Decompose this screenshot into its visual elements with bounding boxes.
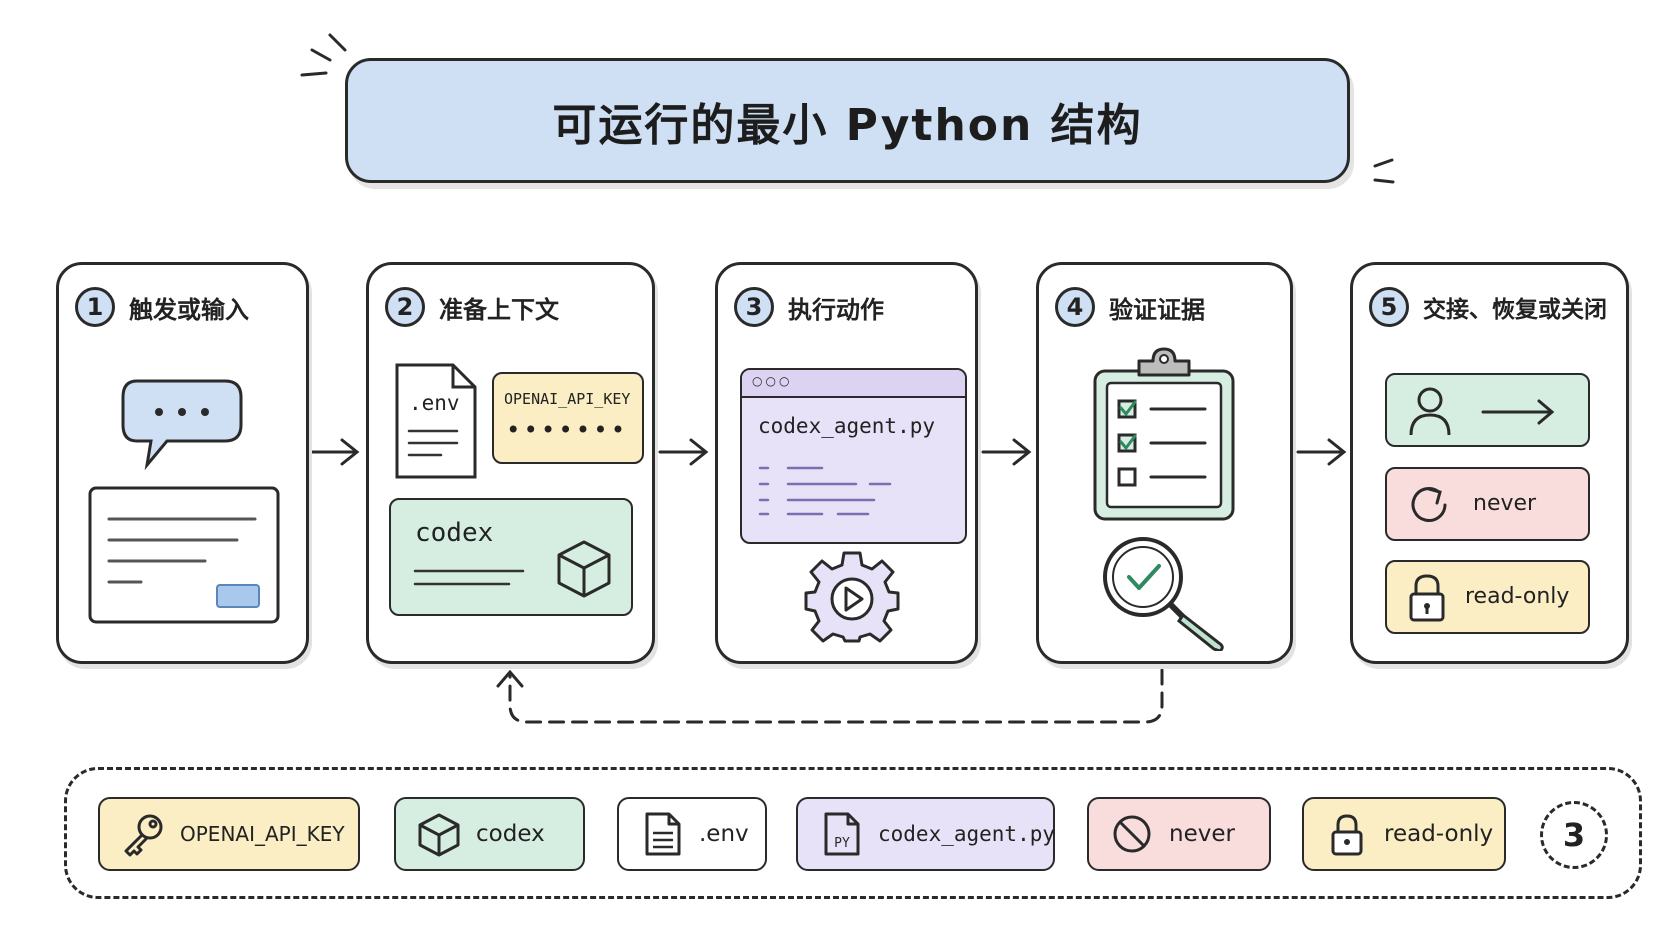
arrow-4-5 — [1296, 438, 1347, 466]
legend-item-env: .env — [617, 797, 767, 871]
step-card-4: 4 验证证据 — [1036, 262, 1293, 664]
api-key-name: OPENAI_API_KEY — [504, 390, 631, 408]
legend-item-never: never — [1087, 797, 1271, 871]
retry-row: never — [1385, 467, 1590, 541]
document-icon — [645, 812, 681, 856]
run-gear-icon — [804, 551, 900, 643]
spark-mark — [328, 33, 347, 52]
chat-bubble-icon — [121, 379, 243, 471]
step-card-2: 2 准备上下文 .env OPENAI_API_KEY ••••••• code… — [366, 262, 655, 664]
spark-mark — [1373, 158, 1394, 168]
window-dots: ○○○ — [752, 374, 793, 388]
step-title: 执行动作 — [788, 295, 884, 324]
sandbox-row: read-only — [1385, 560, 1590, 634]
spark-mark — [300, 71, 328, 77]
prohibited-icon — [1113, 815, 1151, 853]
env-file-icon — [395, 363, 477, 479]
arrow-3-4 — [981, 438, 1032, 466]
key-icon — [124, 814, 163, 857]
retry-label: never — [1473, 491, 1537, 516]
legend-item-agent-file: PY codex_agent.py — [796, 797, 1055, 871]
user-icon — [1409, 387, 1451, 436]
code-lines-decoration — [758, 466, 892, 516]
sandbox-label: read-only — [1465, 584, 1570, 609]
step-number: 5 — [1369, 287, 1409, 327]
step-number: 4 — [1055, 287, 1095, 327]
svg-text:PY: PY — [834, 836, 850, 851]
legend-panel — [64, 767, 1642, 899]
codex-sdk-label: codex — [415, 518, 494, 548]
legend-label: codex — [476, 821, 545, 847]
step-number: 2 — [385, 287, 425, 327]
step-title: 交接、恢复或关闭 — [1423, 297, 1607, 323]
lines-decoration — [413, 569, 525, 586]
legend-label: .env — [699, 821, 749, 847]
input-form-icon — [88, 486, 280, 624]
spark-mark — [1373, 178, 1395, 184]
legend-label: read-only — [1384, 821, 1494, 847]
code-file-name: codex_agent.py — [758, 414, 936, 438]
step-card-1: 1 触发或输入 — [56, 262, 309, 664]
step-number: 1 — [75, 287, 115, 327]
legend-label: never — [1169, 821, 1235, 847]
feedback-loop-arrow — [508, 668, 1164, 724]
python-file-icon: PY — [824, 812, 860, 856]
lock-icon — [1409, 574, 1445, 622]
checklist-clipboard-icon — [1093, 347, 1235, 521]
api-key-mask: ••••••• — [506, 416, 629, 444]
legend-label: OPENAI_API_KEY — [180, 822, 345, 846]
handoff-row — [1385, 373, 1590, 447]
codex-sdk-card: codex — [389, 498, 633, 616]
page-title: 可运行的最小 Python 结构 — [552, 99, 1143, 151]
legend-item-api-key: OPENAI_API_KEY — [98, 797, 360, 871]
magnifier-check-icon — [1103, 537, 1224, 651]
step-card-5: 5 交接、恢复或关闭 never read-only — [1350, 262, 1629, 664]
cube-icon — [418, 813, 460, 857]
spark-mark — [310, 48, 332, 62]
window-titlebar: ○○○ — [742, 370, 965, 398]
legend-count-badge: 3 — [1540, 801, 1608, 869]
legend-item-read-only: read-only — [1302, 797, 1506, 871]
api-key-card: OPENAI_API_KEY ••••••• — [492, 372, 644, 464]
step-number: 3 — [734, 287, 774, 327]
lock-icon — [1331, 814, 1363, 856]
legend-label: codex_agent.py — [878, 822, 1056, 846]
refresh-icon — [1411, 487, 1447, 522]
legend-item-codex: codex — [394, 797, 585, 871]
arrow-right-icon — [1481, 399, 1555, 425]
code-editor-window: ○○○ codex_agent.py — [740, 368, 967, 544]
arrow-1-2 — [309, 438, 360, 466]
feedback-loop-arrowhead — [496, 669, 524, 688]
step-title: 验证证据 — [1109, 295, 1205, 324]
step-card-3: 3 执行动作 ○○○ codex_agent.py — [715, 262, 978, 664]
arrow-2-3 — [658, 438, 709, 466]
step-title: 准备上下文 — [439, 295, 559, 324]
env-file-label: .env — [409, 391, 460, 415]
step-title: 触发或输入 — [129, 295, 249, 324]
cube-icon — [557, 540, 611, 598]
title-banner: 可运行的最小 Python 结构 — [345, 58, 1350, 183]
